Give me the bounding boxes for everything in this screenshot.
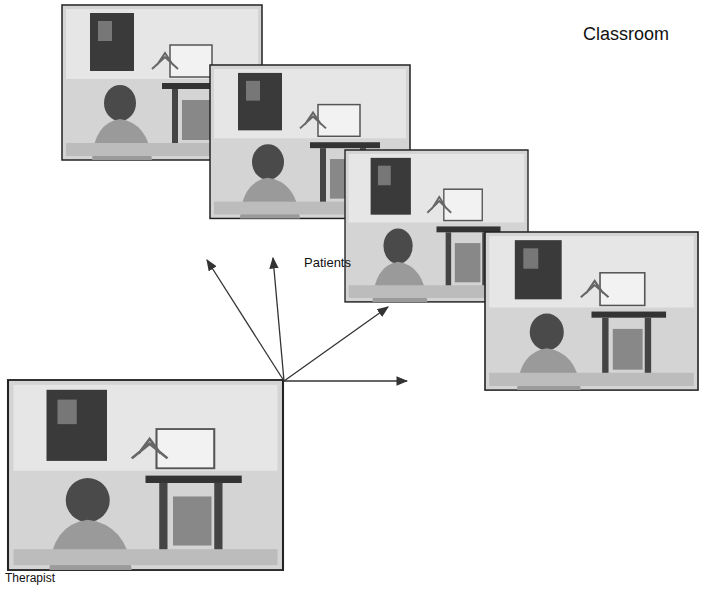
direction-arrow bbox=[284, 307, 388, 381]
group-label: Classroom bbox=[583, 24, 669, 45]
photo-panel: Therapist bbox=[5, 380, 283, 585]
direction-arrow bbox=[284, 380, 407, 381]
direction-arrow bbox=[207, 260, 284, 381]
group-label: Patients bbox=[304, 255, 351, 270]
direction-arrow bbox=[273, 258, 284, 381]
photo-caption: Therapist bbox=[5, 571, 283, 585]
therapist-photo bbox=[8, 380, 283, 570]
classroom-photo bbox=[485, 232, 698, 390]
